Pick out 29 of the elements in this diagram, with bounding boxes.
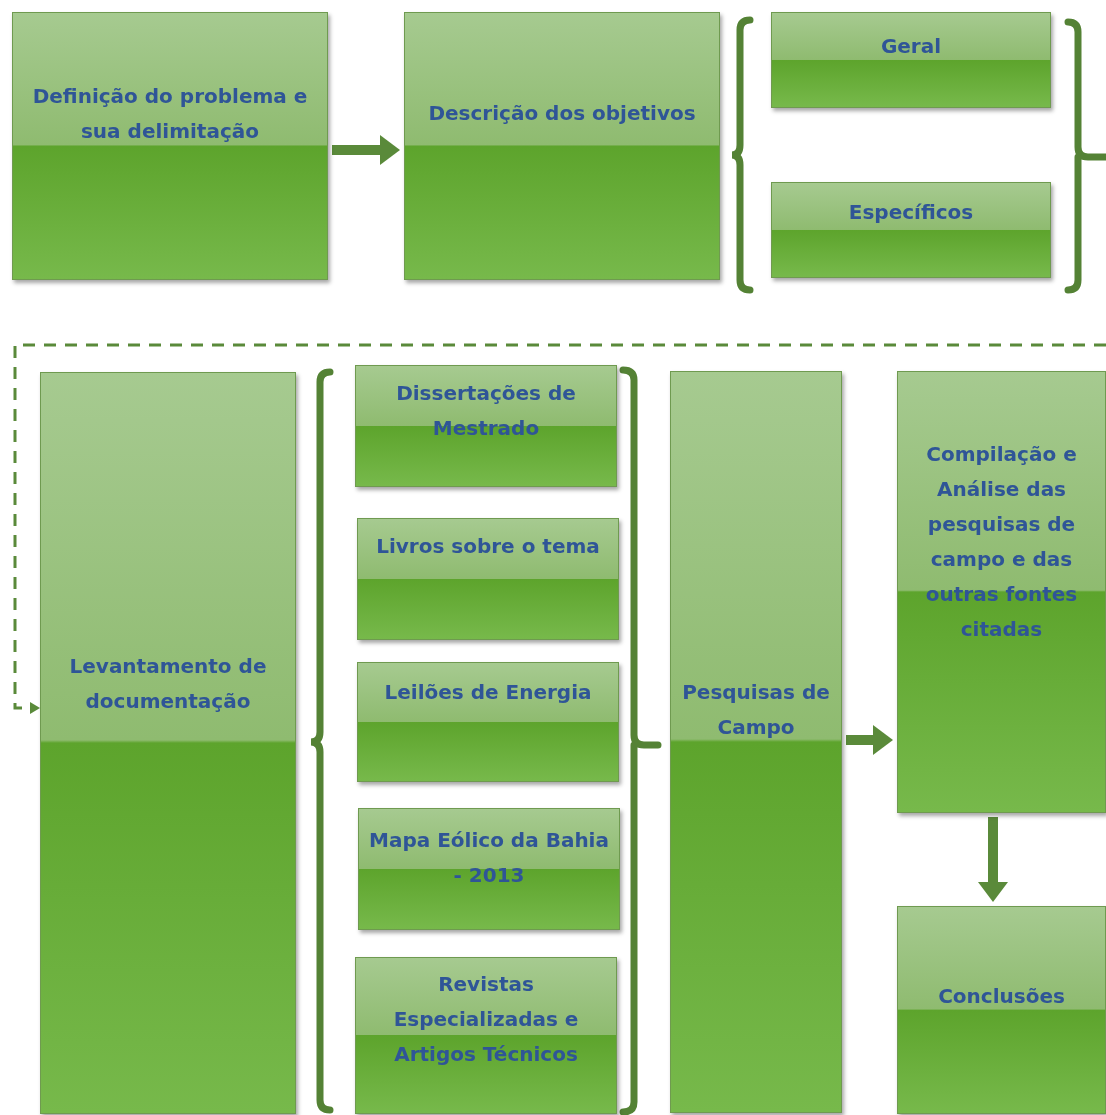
process-box — [771, 12, 1051, 108]
node-text: Mapa Eólico da Bahia - 2013 — [368, 827, 610, 889]
arrow — [846, 725, 893, 755]
arrow — [332, 135, 400, 165]
node-text: Compilação e Análise das pesquisas de campo e das outras fontes citadas — [924, 441, 1079, 643]
node-text: Pesquisas de Campo — [681, 679, 831, 741]
node-text: Leilões de Energia — [383, 679, 593, 706]
process-box — [771, 182, 1051, 278]
node-text: Conclusões — [937, 983, 1066, 1010]
process-box — [357, 518, 619, 640]
process-box — [40, 372, 296, 1114]
process-box — [404, 12, 720, 280]
process-box — [357, 662, 619, 782]
process-box — [12, 12, 328, 280]
node-text: Levantamento de documentação — [68, 653, 268, 715]
arrow — [978, 817, 1008, 902]
process-box — [355, 957, 617, 1114]
node-text: Específicos — [847, 199, 975, 226]
process-box — [670, 371, 842, 1113]
process-box — [897, 906, 1106, 1114]
process-box — [355, 365, 617, 487]
node-text: Revistas Especializadas e Artigos Técnicos — [392, 971, 580, 1068]
node-text: Livros sobre o tema — [375, 533, 601, 560]
arrow — [13, 343, 1106, 714]
node-text: Descrição dos objetivos — [427, 100, 697, 127]
node-text: Geral — [879, 33, 943, 60]
process-box — [358, 808, 620, 930]
node-text: Definição do problema e sua delimitação — [31, 83, 309, 145]
process-box — [897, 371, 1106, 813]
